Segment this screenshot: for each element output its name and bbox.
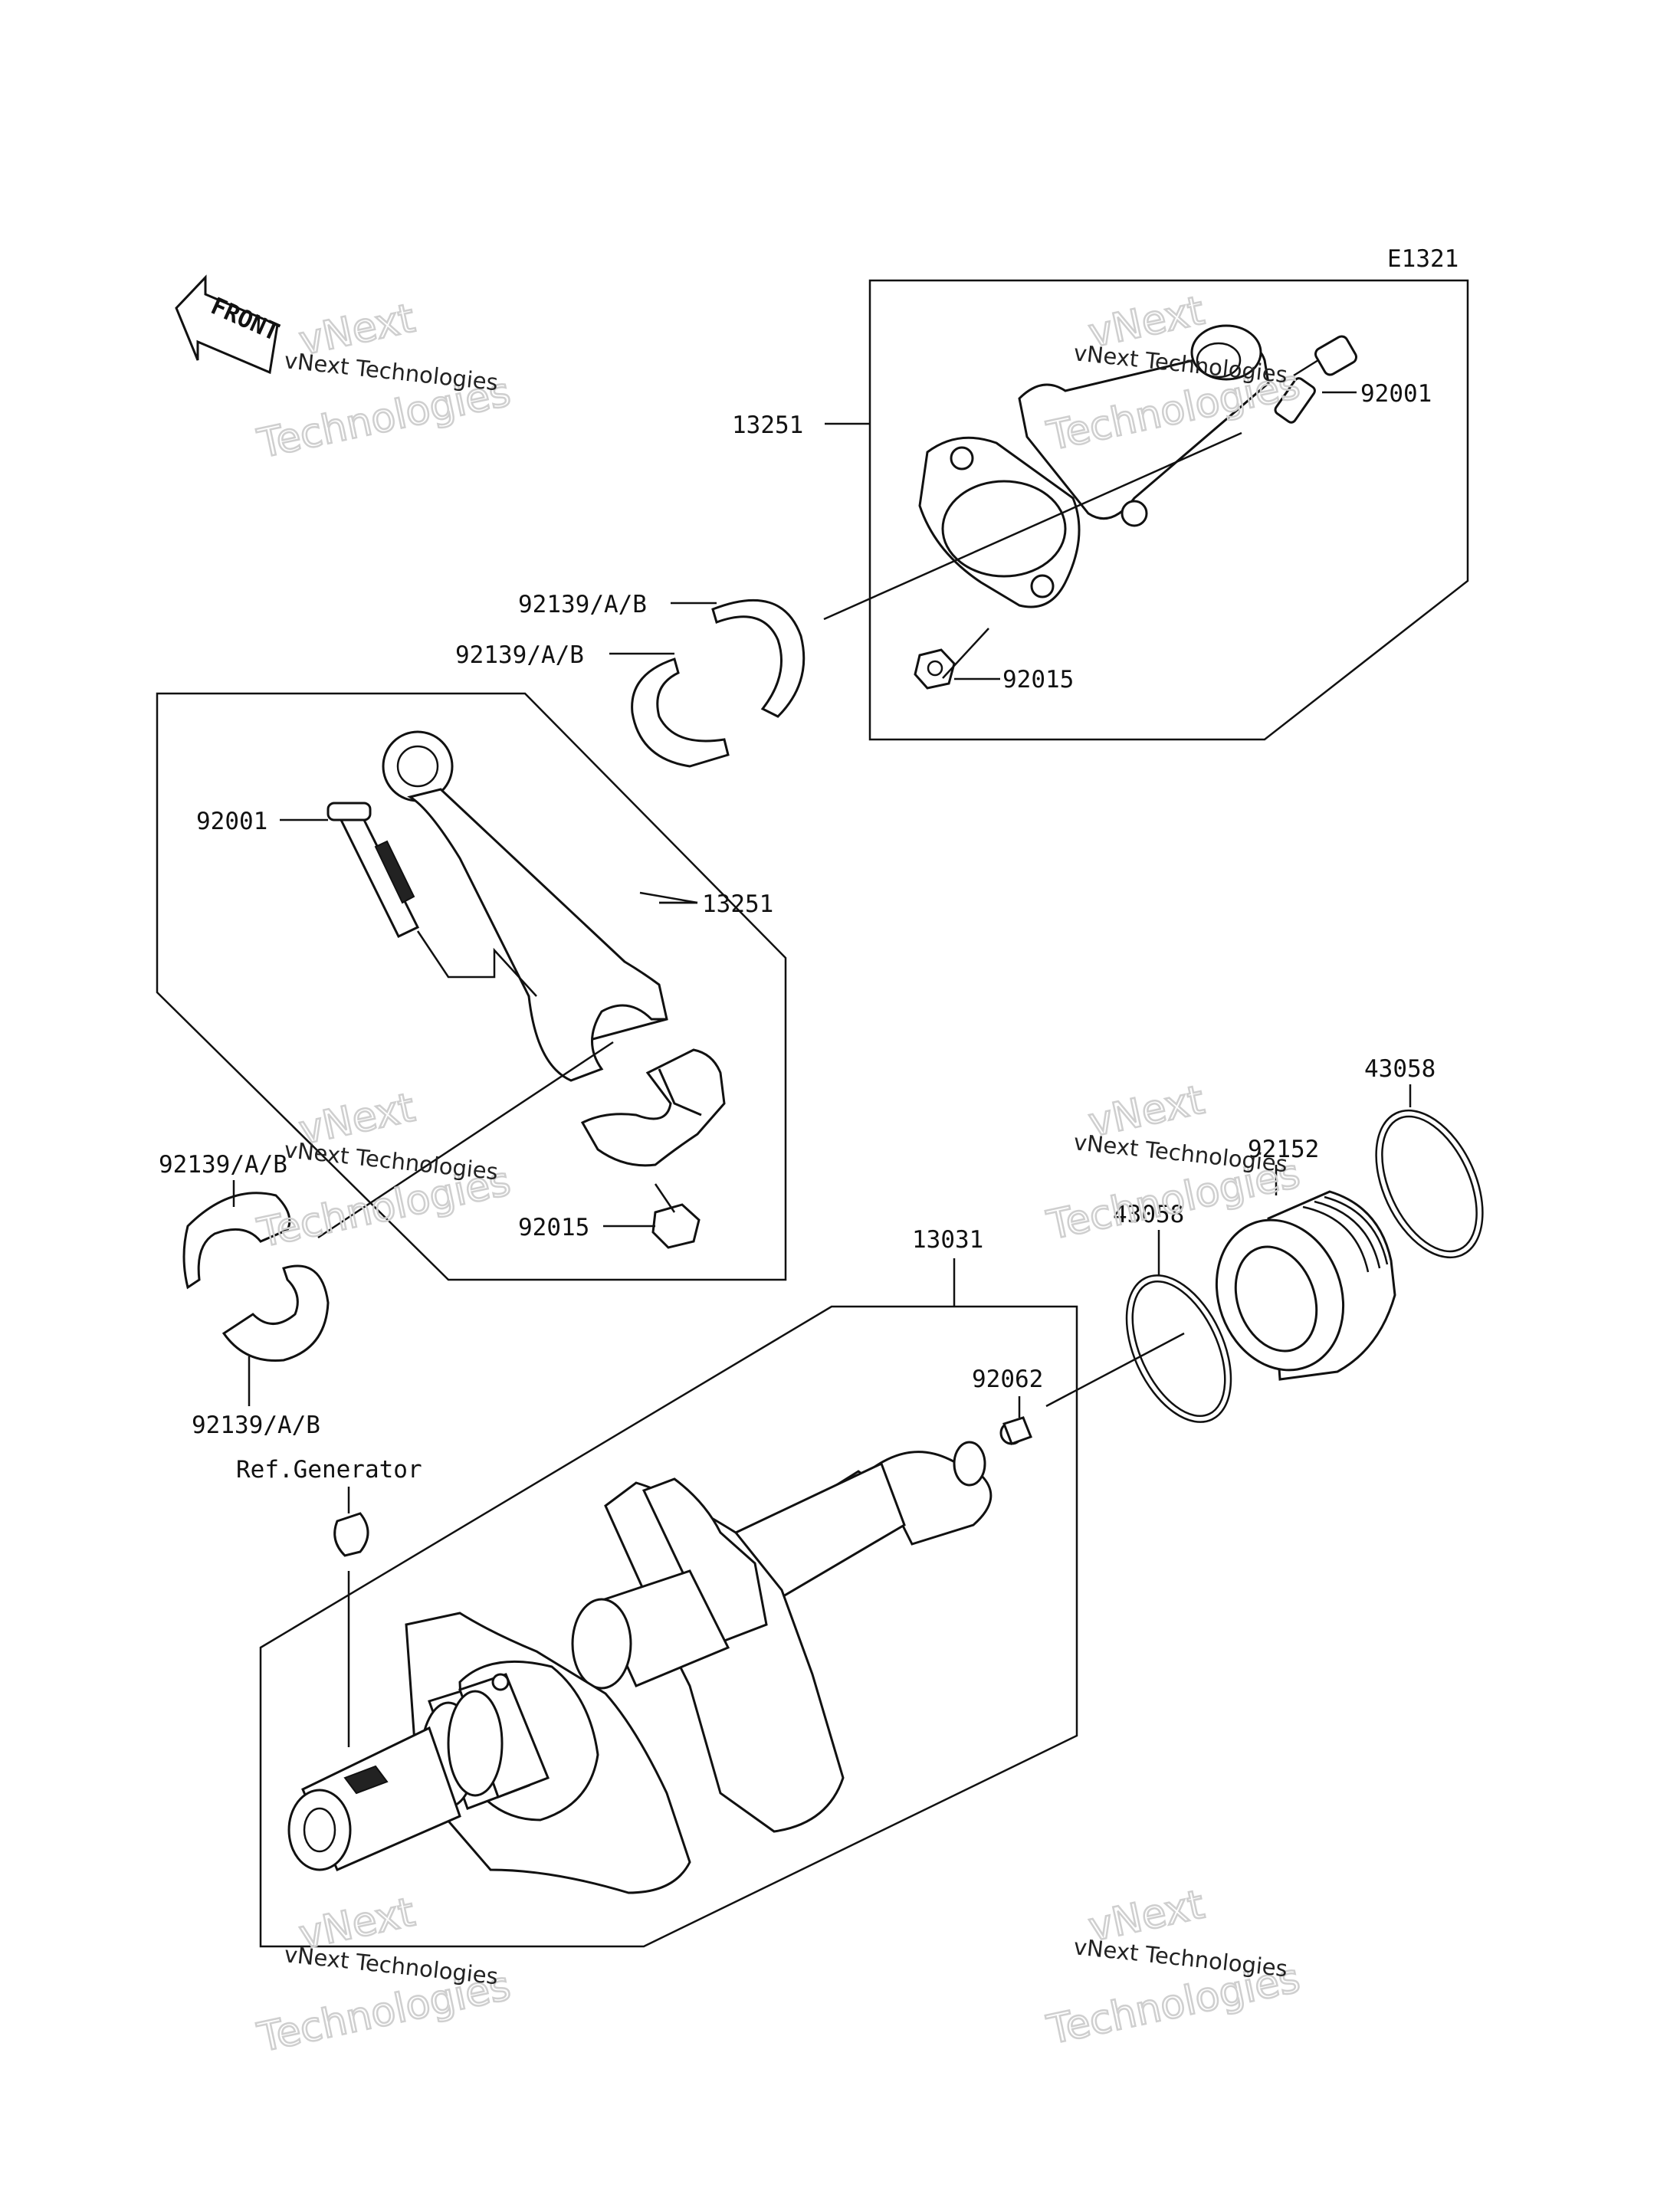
label-13251-upper: 13251 xyxy=(732,412,803,439)
lower-group-outline xyxy=(156,692,787,1281)
upper-nut xyxy=(914,648,956,690)
woodruff-key xyxy=(333,1512,369,1557)
ring-outer xyxy=(1375,1109,1484,1259)
lower-conrod xyxy=(382,730,668,1082)
label-92015-lower: 92015 xyxy=(518,1214,589,1241)
diagram-code: E1321 xyxy=(1387,245,1459,273)
watermark-5-text: vNext Technologies xyxy=(283,1941,499,1989)
upper-bearing-a xyxy=(711,598,806,718)
label-92015-upper: 92015 xyxy=(1002,666,1074,694)
watermark-1-text: vNext Technologies xyxy=(283,347,499,395)
lower-bearing-b xyxy=(221,1264,330,1362)
lower-cap xyxy=(580,1048,726,1167)
ring-inner xyxy=(1125,1274,1232,1423)
label-43058-inner: 43058 xyxy=(1113,1201,1184,1228)
label-92139-upper-b: 92139/A/B xyxy=(455,641,584,669)
label-43058-outer: 43058 xyxy=(1364,1055,1436,1083)
watermark-6-text: vNext Technologies xyxy=(1072,1933,1288,1982)
label-92139-upper-a: 92139/A/B xyxy=(518,591,647,618)
upper-group-outline xyxy=(868,279,1469,741)
upper-conrod xyxy=(918,324,1270,608)
label-13031: 13031 xyxy=(912,1226,983,1254)
lower-nut xyxy=(651,1203,701,1249)
label-92001-lower: 92001 xyxy=(196,808,267,835)
upper-bolt xyxy=(1274,335,1357,424)
label-ref-generator: Ref.Generator xyxy=(236,1456,422,1484)
label-92139-lower-b: 92139/A/B xyxy=(192,1412,320,1439)
front-arrow-icon: FRONT xyxy=(175,274,284,375)
crankshaft xyxy=(287,1441,993,1894)
crankshaft-group-outline xyxy=(259,1305,1078,1948)
plug xyxy=(999,1416,1032,1445)
lower-bearing-a xyxy=(182,1192,291,1290)
seal xyxy=(1215,1190,1396,1381)
lower-bolt xyxy=(326,802,420,938)
label-92152: 92152 xyxy=(1248,1136,1319,1163)
label-92001-upper: 92001 xyxy=(1360,380,1432,408)
watermark-3-text: vNext Technologies xyxy=(283,1136,499,1185)
label-92139-lower-a: 92139/A/B xyxy=(159,1151,287,1179)
label-13251-lower: 13251 xyxy=(702,890,773,918)
label-92062: 92062 xyxy=(972,1366,1043,1393)
upper-bearing-b xyxy=(631,657,730,768)
